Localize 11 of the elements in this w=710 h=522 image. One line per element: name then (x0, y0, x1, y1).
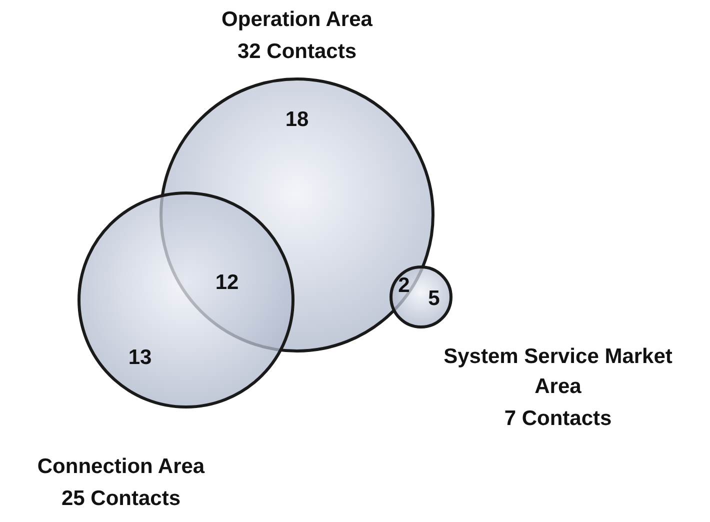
overlap-count: 12 (215, 272, 239, 294)
overlap-count: 2 (398, 275, 410, 297)
area-title: Operation Area (220, 7, 374, 33)
contact-count: 7 Contacts (503, 406, 613, 432)
count-number: 5 (427, 286, 441, 312)
area-title: Connection Area (36, 454, 206, 480)
count-number: 13 (127, 345, 153, 371)
contact-count: 25 Contacts (60, 486, 182, 512)
area-title: System Service Market Area (442, 344, 674, 400)
count-number: 18 (284, 107, 310, 133)
contact-count: 32 Contacts (236, 39, 358, 65)
